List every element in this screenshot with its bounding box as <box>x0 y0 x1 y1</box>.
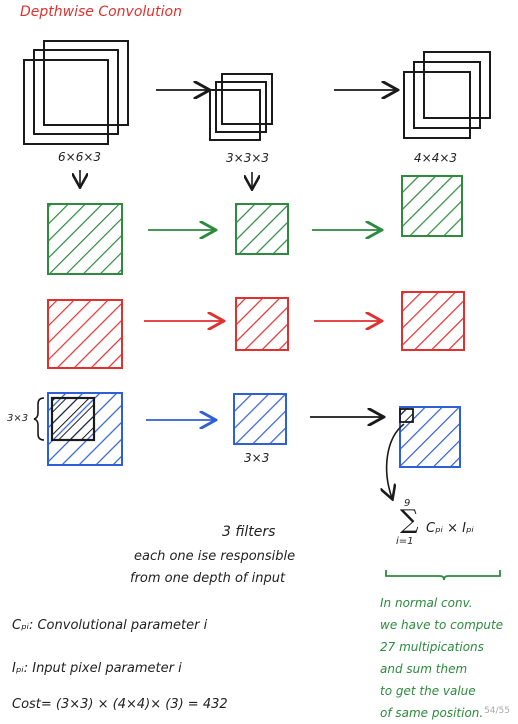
output-channel-green <box>401 175 463 237</box>
note-line: we have to compute <box>380 618 504 632</box>
page-number: 54/55 <box>484 706 510 716</box>
input-channel-red <box>47 299 123 369</box>
sum-lower-limit: i=1 <box>396 536 414 547</box>
output-volume-stack <box>403 51 491 139</box>
note-line: to get the value <box>380 684 476 698</box>
filter-size-label: 3×3 <box>244 451 270 465</box>
filter-channel-blue <box>233 393 287 445</box>
filters-line-1: each one ise responsible <box>134 549 296 564</box>
filter-dims-label: 3×3×3 <box>226 151 270 165</box>
sum-upper-limit: 9 <box>404 498 411 509</box>
output-channel-red <box>401 291 465 351</box>
sigma-symbol: ∑ <box>400 505 419 535</box>
green-brace <box>385 570 501 581</box>
output-dims-label: 4×4×3 <box>414 151 458 165</box>
filter-volume-stack <box>209 73 273 141</box>
note-line: and sum them <box>380 662 468 676</box>
cost-formula: Cost= (3×3) × (4×4)× (3) = 432 <box>12 697 228 712</box>
filters-line-2: from one depth of input <box>130 571 286 586</box>
definition-ip: Iₚᵢ: Input pixel parameter i <box>12 661 182 676</box>
note-line: In normal conv. <box>380 596 473 610</box>
filter-channel-green <box>235 203 289 255</box>
input-channel-green <box>47 203 123 275</box>
filters-heading: 3 filters <box>222 524 276 540</box>
diagram-title: Depthwise Convolution <box>20 4 182 20</box>
note-line: of same position. <box>380 706 484 720</box>
definition-cp: Cₚᵢ: Convolutional parameter i <box>12 618 208 633</box>
normal-conv-note: In normal conv. we have to compute 27 mu… <box>380 592 512 724</box>
kernel-brace <box>33 397 45 441</box>
output-pixel <box>399 408 414 423</box>
arrow-pixel-to-sum <box>387 423 405 498</box>
filter-channel-red <box>235 297 289 351</box>
sum-term: Cₚᵢ × Iₚᵢ <box>426 521 474 536</box>
input-dims-label: 6×6×3 <box>58 150 102 164</box>
kernel-window <box>50 396 96 442</box>
kernel-side-label: 3×3 <box>7 413 29 424</box>
input-volume-stack <box>23 40 129 145</box>
note-line: 27 multipications <box>380 640 484 654</box>
